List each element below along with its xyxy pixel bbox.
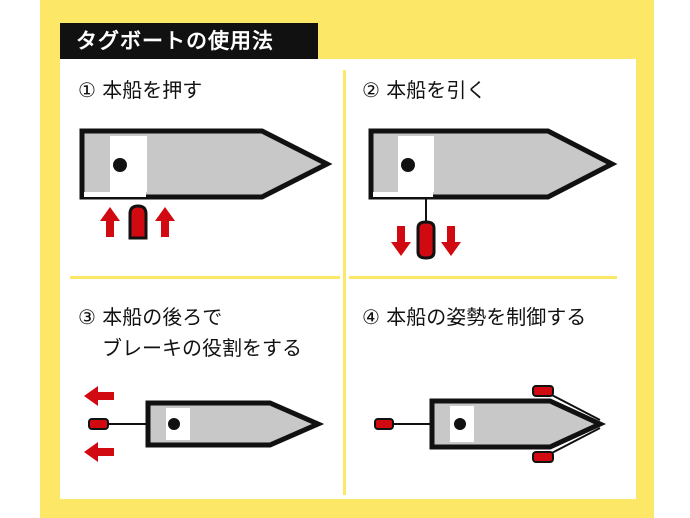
ship-hull-icon — [429, 398, 606, 450]
section-2-heading: ② 本船を引く — [362, 78, 486, 102]
section-1-heading: ① 本船を押す — [78, 78, 202, 102]
section-2-text: 本船を引く — [386, 78, 487, 102]
tugboat-icon — [416, 220, 436, 260]
page-title: タグボートの使用法 — [60, 23, 318, 59]
section-4-heading: ④ 本船の姿勢を制御する — [362, 305, 586, 329]
divider-horizontal-left — [70, 276, 340, 279]
arrow-icon — [100, 207, 175, 237]
arrow-icon — [391, 226, 461, 256]
tugboat-icon — [532, 385, 554, 397]
bow-tow-line-top — [545, 391, 601, 421]
bow-tow-line-bottom — [545, 427, 601, 457]
tugboat-icon — [532, 451, 554, 463]
section-2-number: ② — [362, 78, 380, 102]
section-3-number: ③ — [78, 305, 96, 329]
tugboat-icon — [128, 204, 148, 240]
section-1-number: ① — [78, 78, 96, 102]
ship-hull-icon — [79, 128, 333, 200]
ship-hull-icon — [145, 400, 325, 448]
tugboat-icon — [88, 418, 109, 430]
divider-vertical — [343, 70, 346, 495]
section-4-text: 本船の姿勢を制御する — [386, 305, 587, 329]
section-3-heading: ③ 本船の後ろで — [78, 305, 222, 329]
section-3-text: 本船の後ろで — [102, 305, 223, 329]
arrow-icon — [84, 386, 114, 462]
section-1-text: 本船を押す — [102, 78, 203, 102]
tugboat-icon — [374, 418, 394, 430]
ship-hull-icon — [368, 128, 618, 200]
section-3-heading-line2: ブレーキの役割をする — [102, 336, 302, 360]
section-4-number: ④ — [362, 305, 380, 329]
divider-horizontal-right — [349, 276, 617, 279]
